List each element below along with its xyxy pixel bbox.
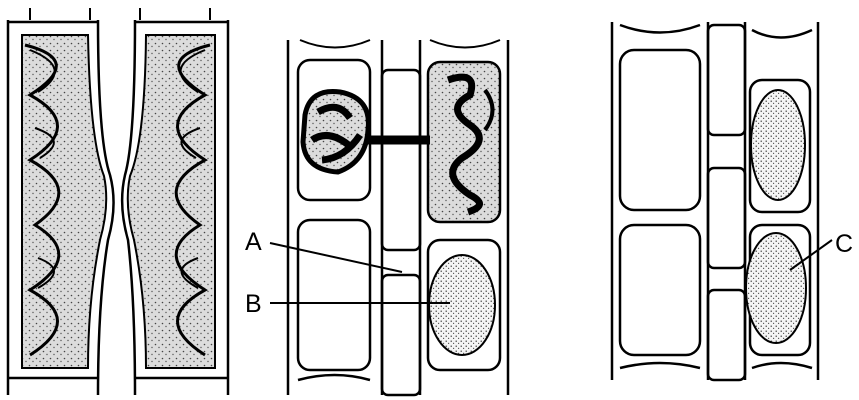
label-c: C [790,230,853,270]
right-upper-cell [428,62,500,222]
right-cell [128,35,215,368]
panel-1-conjugating-filaments [8,8,228,395]
label-c-text: C [835,230,853,258]
zygospore-upper [751,90,805,200]
zygote [429,255,495,355]
panel-3-zygospores [612,22,818,380]
panel-2-gamete-transfer [288,40,508,395]
label-b-text: B [245,290,262,318]
left-lower-cell [298,220,370,370]
label-a-text: A [245,228,262,256]
left-cell [22,35,106,368]
label-a: A [245,228,402,272]
empty-cell-upper [620,50,700,210]
empty-cell-lower [620,225,700,355]
zygospore-lower [746,233,806,343]
